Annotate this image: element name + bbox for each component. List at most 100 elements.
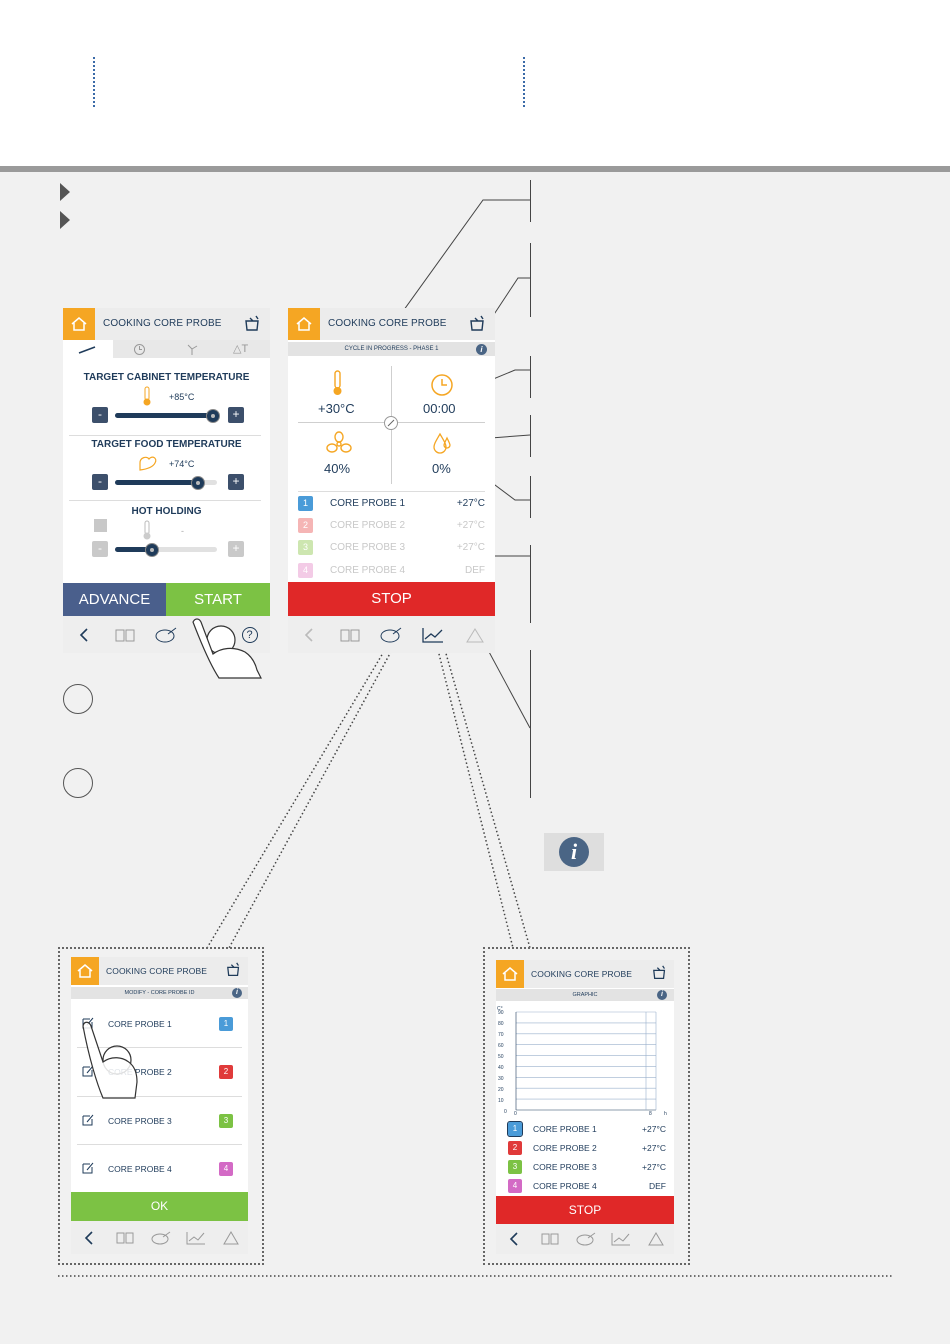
slider-knob[interactable] [205, 409, 220, 423]
step-circle [63, 684, 93, 714]
recipe-book-button[interactable] [532, 1224, 568, 1254]
graph-nav-button[interactable] [412, 616, 454, 653]
probe-number-badge: 3 [219, 1114, 233, 1128]
callout-line [530, 650, 531, 798]
cabinet-temp-slider[interactable] [115, 413, 217, 418]
home-button[interactable] [496, 960, 524, 988]
graph-icon [186, 1231, 205, 1244]
graph-nav-button[interactable] [603, 1224, 638, 1254]
probe-row[interactable]: 4 CORE PROBE 4 DEF [506, 1177, 666, 1196]
home-button[interactable] [63, 308, 95, 340]
y-tick-label: 60 [498, 1043, 504, 1049]
elapsed-time: 00:00 [423, 401, 456, 416]
bottom-nav: ? [63, 616, 270, 653]
core-probe-nav-button[interactable] [145, 616, 187, 653]
hot-holding-label: HOT HOLDING [131, 506, 202, 517]
probe-row[interactable]: 3 CORE PROBE 3 +27°C [298, 537, 485, 559]
probe-row[interactable]: 3 CORE PROBE 3 +27°C [506, 1158, 666, 1177]
callout-line [530, 476, 531, 518]
probe-row[interactable]: 2 CORE PROBE 2 +27°C [298, 515, 485, 537]
clock-tab-icon[interactable] [133, 343, 146, 356]
probe-value: +27°C [642, 1143, 666, 1153]
humidity: 0% [432, 461, 451, 476]
probe-row[interactable]: 1 CORE PROBE 1 +27°C [298, 493, 485, 515]
warning-icon [465, 627, 484, 642]
back-button[interactable] [71, 1221, 107, 1254]
screen-title: COOKING CORE PROBE [328, 318, 447, 329]
hot-holding-value: - [181, 526, 184, 536]
probe-name: CORE PROBE 4 [330, 565, 406, 576]
cabinet-plus-button[interactable]: + [228, 407, 244, 423]
recipe-book-button[interactable] [105, 616, 145, 653]
screen-title: COOKING CORE PROBE [531, 969, 632, 979]
back-button[interactable] [496, 1224, 532, 1254]
y-tick-label: 90 [498, 1010, 504, 1016]
edit-center-button[interactable] [384, 416, 398, 430]
probe-number-badge: 1 [298, 496, 313, 511]
sub-header: MODIFY - CORE PROBE ID [71, 987, 248, 999]
tab-bar: △T [63, 340, 270, 358]
bullet-arrow-icon [60, 183, 70, 201]
alarm-button[interactable] [454, 616, 495, 653]
bottom-nav [71, 1221, 248, 1254]
graph-nav-button[interactable] [178, 1221, 213, 1254]
home-button[interactable] [71, 957, 99, 985]
probe-row[interactable]: 4 CORE PROBE 4 DEF [298, 560, 485, 582]
probe-tab-icon [78, 346, 96, 354]
food-temp-value: +74°C [169, 459, 195, 469]
info-icon[interactable]: i [657, 990, 667, 1000]
slider-knob[interactable] [144, 543, 159, 557]
cabinet-minus-button[interactable]: - [92, 407, 108, 423]
screen-header: COOKING CORE PROBE [71, 957, 248, 985]
back-button[interactable] [63, 616, 105, 653]
hold-plus-button[interactable]: + [228, 541, 244, 557]
advance-button[interactable]: ADVANCE [63, 583, 166, 616]
pencil-icon [387, 419, 395, 427]
probe-id-row[interactable]: CORE PROBE 4 4 [71, 1154, 248, 1196]
hot-holding-checkbox[interactable] [94, 519, 107, 532]
info-icon[interactable]: i [232, 988, 242, 998]
fan-tab-icon[interactable] [185, 343, 199, 356]
home-icon [296, 317, 312, 331]
slider-knob[interactable] [190, 476, 205, 490]
hot-holding-slider[interactable] [115, 547, 217, 552]
delta-t-tab-icon[interactable]: △T [233, 343, 249, 355]
graph-icon [611, 1233, 630, 1246]
tab-core-probe[interactable] [63, 340, 113, 358]
stop-button[interactable]: STOP [288, 582, 495, 616]
food-temp-slider[interactable] [115, 480, 217, 485]
alarm-button[interactable] [213, 1221, 248, 1254]
stop-button[interactable]: STOP [496, 1196, 674, 1224]
recipe-book-button[interactable] [107, 1221, 143, 1254]
recipe-book-button[interactable] [330, 616, 370, 653]
help-button[interactable]: ? [229, 616, 270, 653]
x-tick-label: 8 [649, 1111, 652, 1117]
probe-number-badge: 2 [219, 1065, 233, 1079]
ok-button[interactable]: OK [71, 1192, 248, 1221]
y-tick-label: 30 [498, 1076, 504, 1082]
probe-row[interactable]: 1 CORE PROBE 1 +27°C [506, 1120, 666, 1139]
food-temp-label: TARGET FOOD TEMPERATURE [91, 439, 242, 450]
alarm-button[interactable] [638, 1224, 674, 1254]
food-plus-button[interactable]: + [228, 474, 244, 490]
home-icon [502, 967, 518, 981]
core-probe-nav-button[interactable] [370, 616, 412, 653]
food-minus-button[interactable]: - [92, 474, 108, 490]
back-button[interactable] [288, 616, 330, 653]
probe-name: CORE PROBE 1 [108, 1019, 172, 1029]
core-probe-nav-button[interactable] [143, 1221, 178, 1254]
hold-minus-button[interactable]: - [92, 541, 108, 557]
home-button[interactable] [288, 308, 320, 340]
core-probe-nav-icon [380, 627, 402, 642]
probe-row[interactable]: 2 CORE PROBE 2 +27°C [506, 1139, 666, 1158]
thermometer-icon [143, 386, 151, 406]
core-probe-nav-button[interactable] [568, 1224, 603, 1254]
status-bar: CYCLE IN PROGRESS - PHASE 1 [288, 342, 495, 356]
help-icon: ? [241, 626, 258, 643]
dotted-marker-left [93, 57, 95, 107]
probe-id-row[interactable]: CORE PROBE 3 3 [71, 1106, 248, 1148]
callout-line [530, 243, 531, 317]
start-button[interactable]: START [166, 583, 270, 616]
info-icon[interactable]: i [476, 344, 487, 355]
info-icon: i [559, 837, 589, 867]
